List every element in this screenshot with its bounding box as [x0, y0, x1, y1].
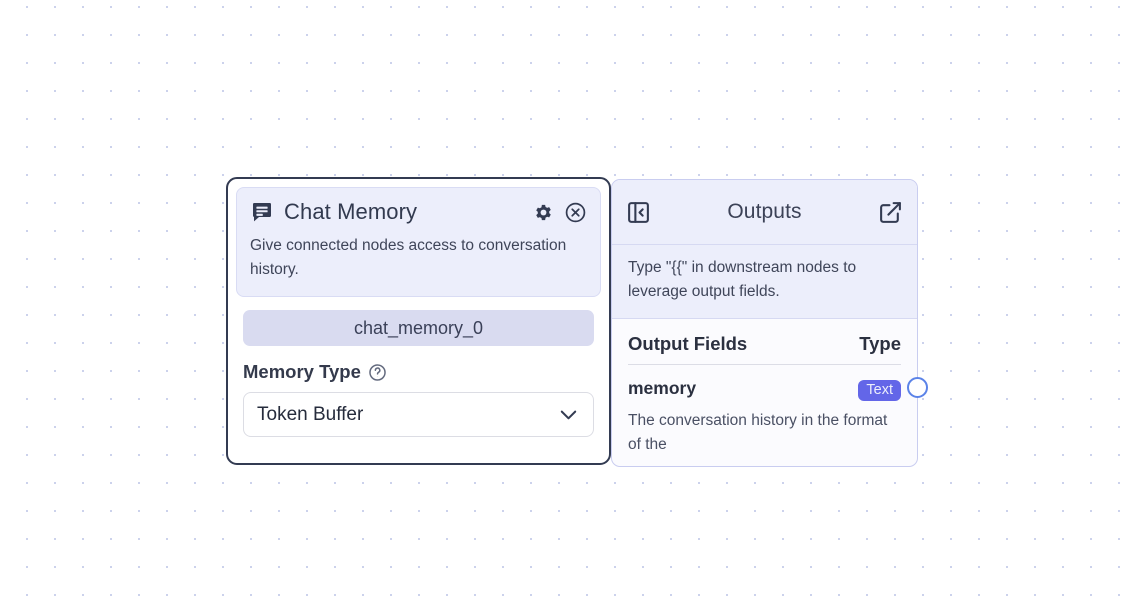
- output-field-type-badge: Text: [858, 380, 901, 402]
- outputs-panel-title: Outputs: [727, 200, 802, 223]
- help-circle-icon[interactable]: [368, 363, 387, 382]
- node-title: Chat Memory: [284, 199, 418, 224]
- column-header-output-fields: Output Fields: [628, 333, 748, 355]
- close-circle-icon[interactable]: [564, 201, 587, 224]
- external-link-icon[interactable]: [878, 200, 903, 225]
- output-fields-table-header: Output Fields Type: [628, 319, 901, 366]
- output-fields-table: Output Fields Type memory Text The conve…: [612, 319, 917, 456]
- memory-type-select[interactable]: Token Buffer: [243, 392, 594, 438]
- message-square-icon: [250, 200, 274, 224]
- column-header-type: Type: [859, 333, 901, 355]
- outputs-panel-header: Outputs: [612, 180, 917, 245]
- node-header-actions: [532, 201, 587, 224]
- output-field-row[interactable]: memory Text The conversation history in …: [628, 365, 901, 456]
- settings-icon[interactable]: [532, 201, 555, 224]
- panel-left-close-icon[interactable]: [626, 200, 651, 225]
- output-field-name: memory: [628, 378, 697, 399]
- memory-type-label-row: Memory Type: [243, 361, 594, 383]
- node-name-pill[interactable]: chat_memory_0: [243, 310, 594, 347]
- output-field-row-main: memory Text: [628, 378, 901, 402]
- outputs-hint-text: Type "{{" in downstream nodes to leverag…: [612, 245, 917, 320]
- output-handle-memory[interactable]: [907, 377, 928, 398]
- memory-type-label: Memory Type: [243, 361, 361, 383]
- node-header-top-row: Chat Memory: [250, 199, 587, 225]
- node-description: Give connected nodes access to conversat…: [250, 237, 567, 279]
- memory-type-select-value: Token Buffer: [257, 403, 364, 425]
- chat-memory-node[interactable]: Chat Memory: [226, 177, 611, 465]
- node-header: Chat Memory: [236, 187, 601, 298]
- outputs-panel: Outputs Type "{{" in downstream nodes to…: [611, 179, 918, 467]
- output-field-description: The conversation history in the format o…: [628, 412, 888, 453]
- chevron-down-icon[interactable]: [557, 403, 580, 426]
- node-body: chat_memory_0 Memory Type Token Buffer: [236, 310, 601, 438]
